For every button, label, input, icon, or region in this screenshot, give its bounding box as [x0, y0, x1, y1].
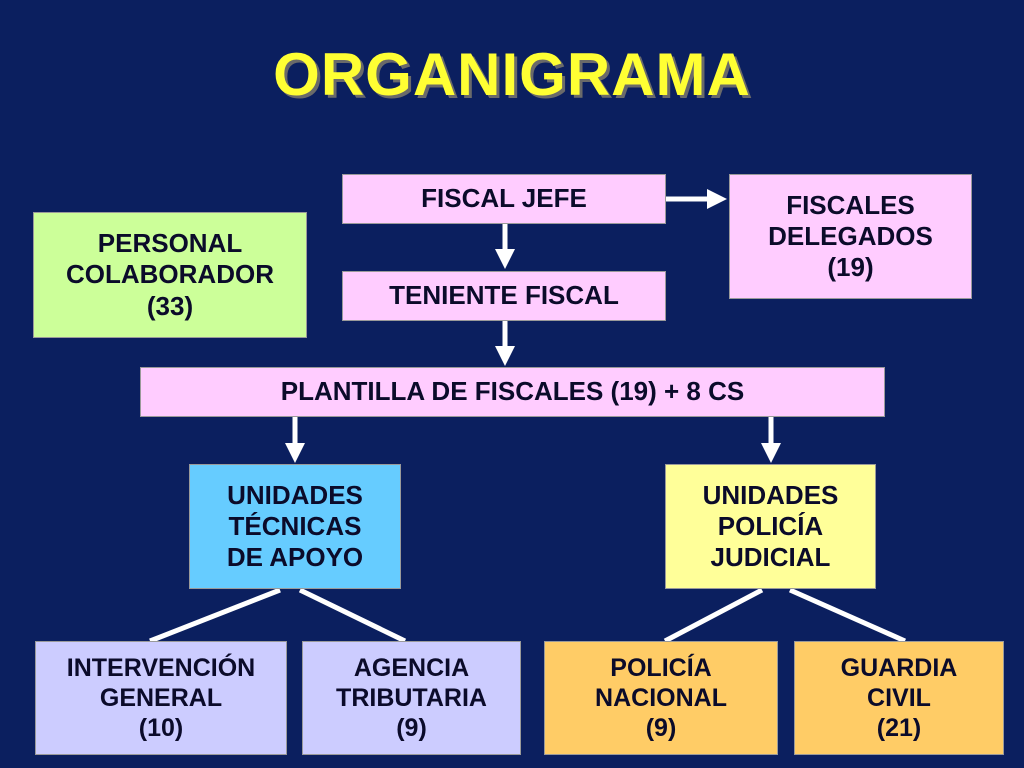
- node-unidades-tecnicas-line-2: TÉCNICAS: [228, 510, 362, 541]
- node-intervencion-general: INTERVENCIÓN GENERAL (10): [35, 641, 287, 755]
- node-guardia-civil-line-1: GUARDIA: [840, 654, 958, 682]
- node-guardia-civil: GUARDIA CIVIL (21): [794, 641, 1004, 755]
- node-intervencion-line-2: GENERAL: [99, 684, 223, 712]
- node-fiscal-jefe: FISCAL JEFE: [342, 174, 666, 224]
- line-tecnicas-to-intervencion: [149, 587, 281, 644]
- node-agencia-line-3: (9): [396, 714, 427, 742]
- node-guardia-civil-line-3: (21): [876, 714, 922, 742]
- node-fiscal-jefe-line-1: FISCAL JEFE: [421, 183, 587, 214]
- node-fiscales-delegados-line-3: (19): [827, 252, 874, 283]
- node-plantilla-line-1: PLANTILLA DE FISCALES (19) + 8 CS: [280, 376, 745, 407]
- line-policia-to-nacional: [663, 587, 764, 644]
- node-fiscales-delegados-line-2: DELEGADOS: [768, 220, 933, 251]
- line-tecnicas-to-agencia: [298, 587, 407, 644]
- node-unidades-tecnicas: UNIDADES TÉCNICAS DE APOYO: [189, 464, 401, 589]
- node-agencia-tributaria: AGENCIA TRIBUTARIA (9): [302, 641, 521, 755]
- node-policia-nacional-line-2: NACIONAL: [595, 684, 727, 712]
- node-unidades-tecnicas-line-3: DE APOYO: [226, 542, 364, 573]
- node-unidades-tecnicas-line-1: UNIDADES: [227, 479, 363, 510]
- node-policia-nacional: POLICÍA NACIONAL (9): [544, 641, 778, 755]
- node-intervencion-line-3: (10): [138, 714, 184, 742]
- node-policia-nacional-line-3: (9): [645, 714, 677, 742]
- node-teniente-fiscal-line-1: TENIENTE FISCAL: [389, 280, 619, 311]
- node-agencia-line-1: AGENCIA: [353, 654, 470, 682]
- node-plantilla: PLANTILLA DE FISCALES (19) + 8 CS: [140, 367, 885, 417]
- node-agencia-line-2: TRIBUTARIA: [336, 684, 487, 712]
- node-unidades-policia: UNIDADES POLICÍA JUDICIAL: [665, 464, 876, 589]
- node-unidades-policia-line-3: JUDICIAL: [710, 542, 831, 573]
- node-fiscales-delegados-line-1: FISCALES: [786, 189, 915, 220]
- node-personal-colaborador-line-2: COLABORADOR: [66, 259, 274, 290]
- line-policia-to-guardia: [788, 587, 907, 644]
- node-personal-colaborador-line-3: (33): [146, 290, 194, 321]
- page-title: ORGANIGRAMA: [273, 41, 751, 108]
- node-personal-colaborador-line-1: PERSONAL: [97, 228, 243, 259]
- node-fiscales-delegados: FISCALES DELEGADOS (19): [729, 174, 972, 299]
- node-policia-nacional-line-1: POLICÍA: [610, 654, 712, 682]
- node-personal-colaborador: PERSONAL COLABORADOR (33): [33, 212, 307, 338]
- node-unidades-policia-line-1: UNIDADES: [702, 479, 839, 510]
- node-unidades-policia-line-2: POLICÍA: [717, 510, 824, 541]
- node-guardia-civil-line-2: CIVIL: [867, 684, 931, 712]
- node-teniente-fiscal: TENIENTE FISCAL: [342, 271, 666, 321]
- node-intervencion-line-1: INTERVENCIÓN: [66, 654, 256, 682]
